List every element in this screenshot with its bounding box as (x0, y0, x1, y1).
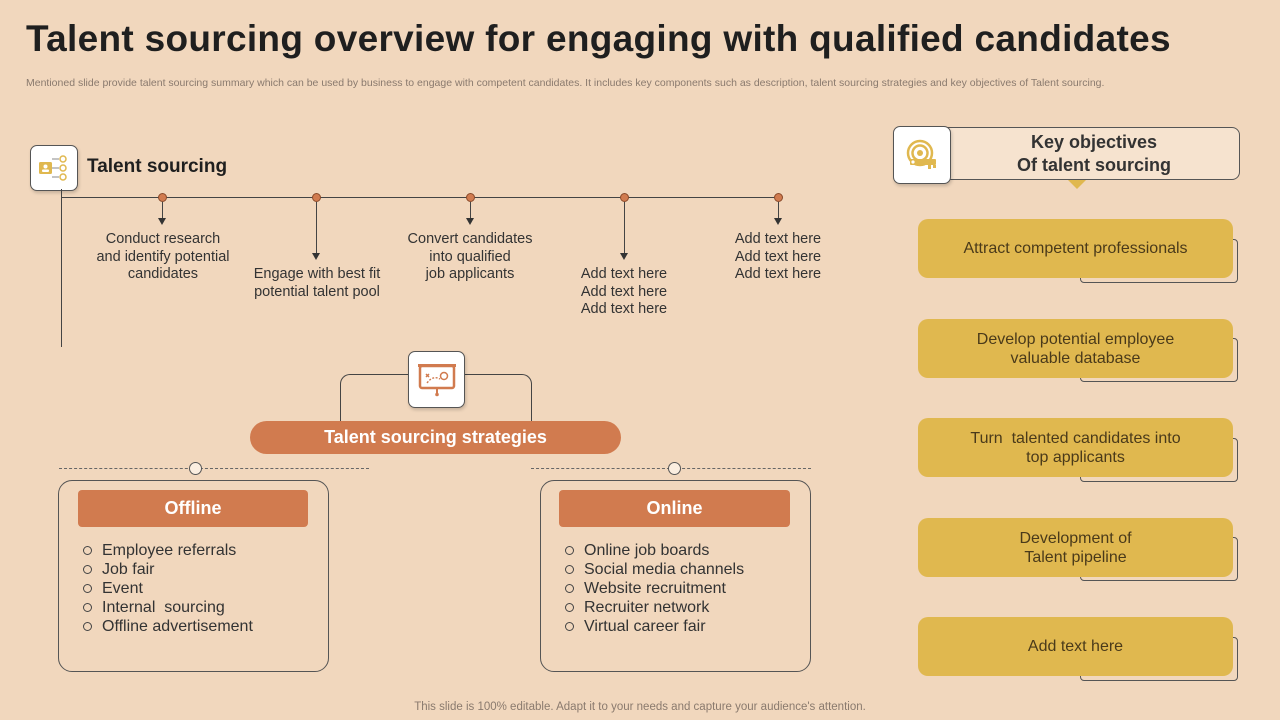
online-panel (540, 480, 811, 672)
list-item: Virtual career fair (565, 617, 744, 636)
online-connector-circle (668, 462, 681, 475)
timeline-connector-4 (624, 202, 625, 253)
offline-list: Employee referrals Job fair Event Intern… (83, 541, 253, 636)
bullet-icon (83, 622, 92, 631)
strategy-bar: Talent sourcing strategies (250, 421, 621, 454)
list-item: Job fair (83, 560, 253, 579)
timeline-dot-5 (774, 193, 783, 202)
offline-header: Offline (78, 490, 308, 527)
strategy-icon-box (408, 351, 465, 408)
offline-panel (58, 480, 329, 672)
timeline-step-2: Engage with best fit potential talent po… (253, 266, 381, 300)
timeline-dot-1 (158, 193, 167, 202)
objective-card-5: Add text here (918, 617, 1233, 676)
target-key-icon (906, 139, 936, 169)
timeline-step-3: Convert candidates into qualified job ap… (407, 231, 533, 282)
timeline-step-4: Add text here Add text here Add text her… (580, 266, 668, 317)
key-objectives-pointer (1068, 180, 1086, 189)
page-subtitle: Mentioned slide provide talent sourcing … (26, 77, 1105, 89)
timeline-arrow-2 (312, 253, 320, 260)
timeline-connector-2 (316, 202, 317, 253)
online-header: Online (559, 490, 790, 527)
key-objectives-icon-box (893, 126, 951, 184)
bullet-icon (83, 603, 92, 612)
online-list: Online job boards Social media channels … (565, 541, 744, 636)
timeline-arrow-4 (620, 253, 628, 260)
list-item: Online job boards (565, 541, 744, 560)
bullet-icon (565, 622, 574, 631)
timeline-arrow-5 (774, 218, 782, 225)
offline-connector-circle (189, 462, 202, 475)
objective-card-1: Attract competent professionals (918, 219, 1233, 278)
key-objectives-title: Key objectives Of talent sourcing (1016, 131, 1171, 175)
bullet-icon (565, 603, 574, 612)
timeline-step-1: Conduct research and identify potential … (96, 231, 230, 282)
timeline-arrow-1 (158, 218, 166, 225)
strategy-board-icon (417, 363, 456, 396)
list-item: Internal sourcing (83, 598, 253, 617)
timeline-step-5: Add text here Add text here Add text her… (734, 231, 822, 282)
offline-dash-line (59, 468, 369, 469)
timeline-dot-3 (466, 193, 475, 202)
list-item: Recruiter network (565, 598, 744, 617)
timeline-line (61, 197, 782, 198)
checklist-icon (39, 155, 67, 181)
timeline-dot-4 (620, 193, 629, 202)
bullet-icon (83, 546, 92, 555)
timeline-connector-5 (778, 202, 779, 218)
list-item: Website recruitment (565, 579, 744, 598)
bullet-icon (565, 565, 574, 574)
timeline-arrow-3 (466, 218, 474, 225)
timeline-connector-1 (162, 202, 163, 218)
list-item: Social media channels (565, 560, 744, 579)
objective-card-4: Development of Talent pipeline (918, 518, 1233, 577)
timeline-connector-3 (470, 202, 471, 218)
footer-note: This slide is 100% editable. Adapt it to… (414, 701, 866, 713)
talent-sourcing-icon-box (30, 145, 78, 191)
bullet-icon (83, 565, 92, 574)
objective-card-2: Develop potential employee valuable data… (918, 319, 1233, 378)
timeline-dot-2 (312, 193, 321, 202)
list-item: Offline advertisement (83, 617, 253, 636)
bullet-icon (83, 584, 92, 593)
list-item: Employee referrals (83, 541, 253, 560)
bullet-icon (565, 546, 574, 555)
list-item: Event (83, 579, 253, 598)
talent-sourcing-label: Talent sourcing (87, 156, 228, 177)
bullet-icon (565, 584, 574, 593)
objective-card-3: Turn talented candidates into top applic… (918, 418, 1233, 477)
timeline-left-stem (61, 189, 62, 347)
page-title: Talent sourcing overview for engaging wi… (26, 18, 1171, 59)
